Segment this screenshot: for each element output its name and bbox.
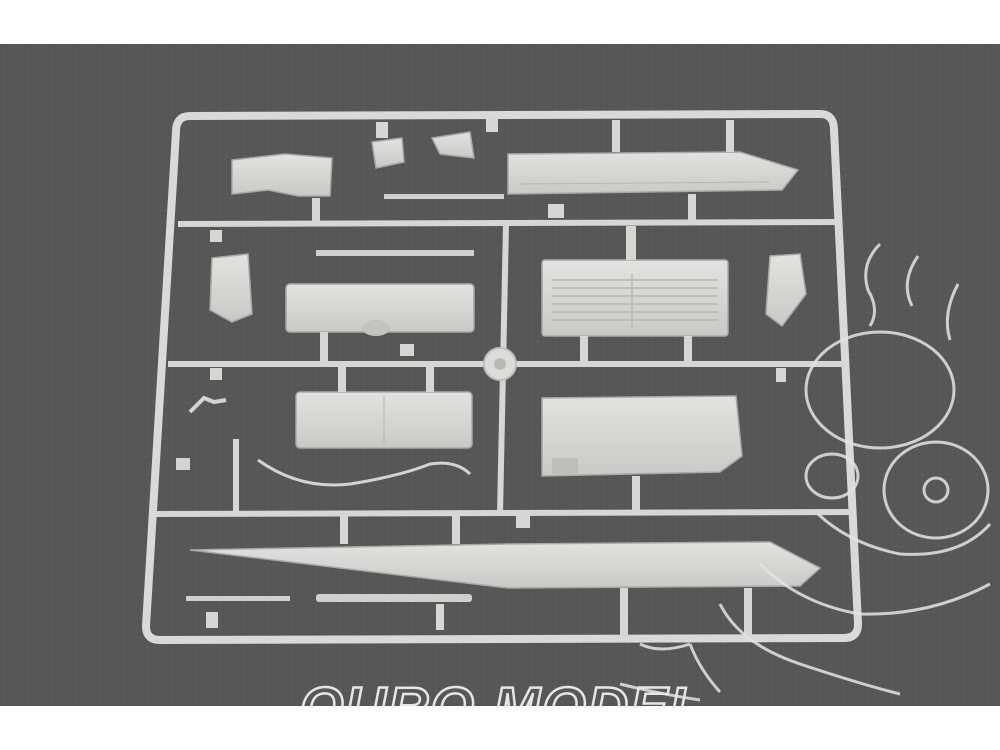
- sprue-frame: [142, 110, 862, 644]
- top-white-band: [0, 0, 1000, 44]
- product-photo: OURO MODEL: [0, 44, 1000, 706]
- clip-part: [176, 458, 190, 470]
- runner-hub: [483, 347, 517, 381]
- bottom-white-band: [0, 706, 1000, 750]
- rod-part-bottom-left: [186, 596, 290, 601]
- cable-part: [257, 458, 472, 487]
- armor-plate-part: [231, 153, 333, 197]
- fender-part-top: [507, 151, 800, 195]
- grille-part: [541, 259, 729, 337]
- box-part-left: [209, 253, 253, 323]
- fender-part-bottom: [189, 541, 822, 589]
- hook-part: [188, 395, 227, 414]
- watermark-text: OURO MODEL: [300, 675, 706, 706]
- rod-part-top: [384, 194, 504, 199]
- rod-part-bottom-mid: [316, 594, 472, 602]
- rod-part-mid: [316, 250, 474, 256]
- sprue-gates: [206, 118, 786, 638]
- watermark-mascot: [619, 242, 992, 702]
- sprue-photo-svg: OURO MODEL: [0, 44, 1000, 706]
- hatch-part-right: [765, 253, 807, 328]
- rear-panel-part: [541, 395, 743, 477]
- bracket-part-a: [371, 137, 405, 169]
- bracket-part-b: [430, 131, 475, 159]
